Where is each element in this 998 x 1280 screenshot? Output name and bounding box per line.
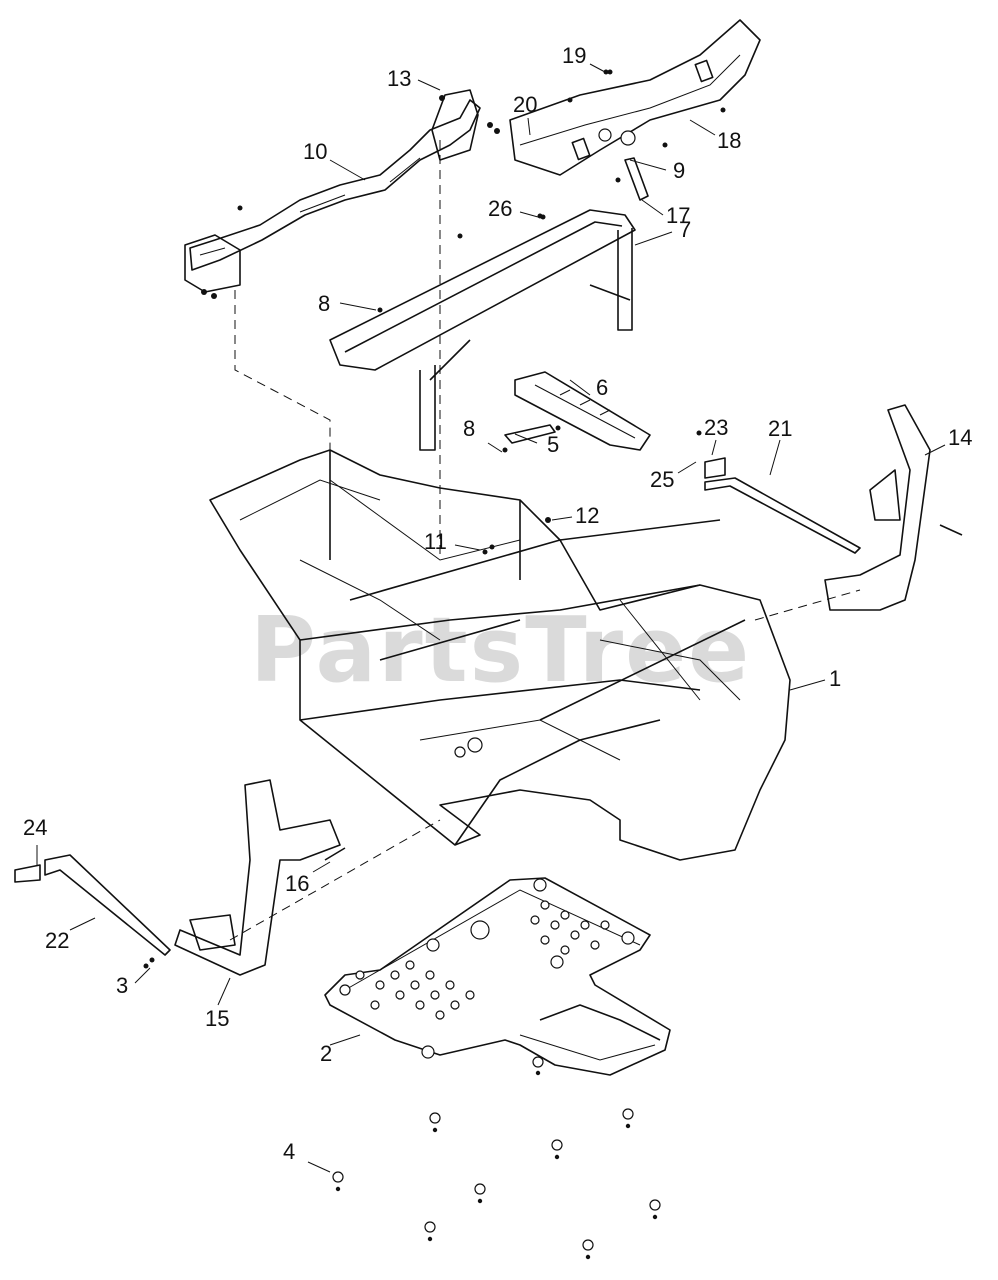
callout-9: 9 <box>673 158 686 183</box>
part-15-side-bracket <box>174 779 346 976</box>
callout-6: 6 <box>596 375 609 400</box>
callout-15: 15 <box>205 1006 230 1031</box>
skid-plate-holes <box>339 878 635 1059</box>
callout-2: 2 <box>320 1041 333 1066</box>
callout-16: 16 <box>285 871 310 896</box>
callout-22: 22 <box>45 928 70 953</box>
callout-19: 19 <box>562 43 587 68</box>
callout-14: 14 <box>948 425 973 450</box>
callout-4: 4 <box>283 1139 296 1164</box>
leader-lines <box>36 63 946 1173</box>
callout-21: 21 <box>768 416 793 441</box>
callout-17: 17 <box>666 203 691 228</box>
fasteners <box>143 69 702 1260</box>
part-10-crossbar <box>184 89 500 299</box>
callout-23: 23 <box>704 415 729 440</box>
part-2-skid-plate <box>324 877 671 1076</box>
part-6-plate <box>514 371 651 451</box>
callout-1: 1 <box>829 666 842 691</box>
callout-20: 20 <box>513 92 538 117</box>
part-21-rod <box>704 457 861 554</box>
callout-3: 3 <box>116 973 129 998</box>
part-5-bracket <box>502 424 561 453</box>
part-1-main-frame <box>209 449 791 861</box>
callout-8-lower: 8 <box>463 416 476 441</box>
callout-26: 26 <box>488 196 513 221</box>
callout-8-upper: 8 <box>318 291 331 316</box>
callout-13: 13 <box>387 66 412 91</box>
callout-11: 11 <box>424 529 447 554</box>
part-22-rod <box>14 854 171 956</box>
callout-12: 12 <box>575 503 600 528</box>
callout-5: 5 <box>547 432 560 457</box>
callout-10: 10 <box>303 139 328 164</box>
callout-24: 24 <box>23 815 48 840</box>
callout-25: 25 <box>650 467 675 492</box>
callout-18: 18 <box>717 128 742 153</box>
alignment-lines <box>229 140 861 941</box>
part-18-rear-panel <box>509 19 761 201</box>
callout-7: 7 <box>679 217 692 242</box>
part-14-side-bracket <box>824 404 963 611</box>
